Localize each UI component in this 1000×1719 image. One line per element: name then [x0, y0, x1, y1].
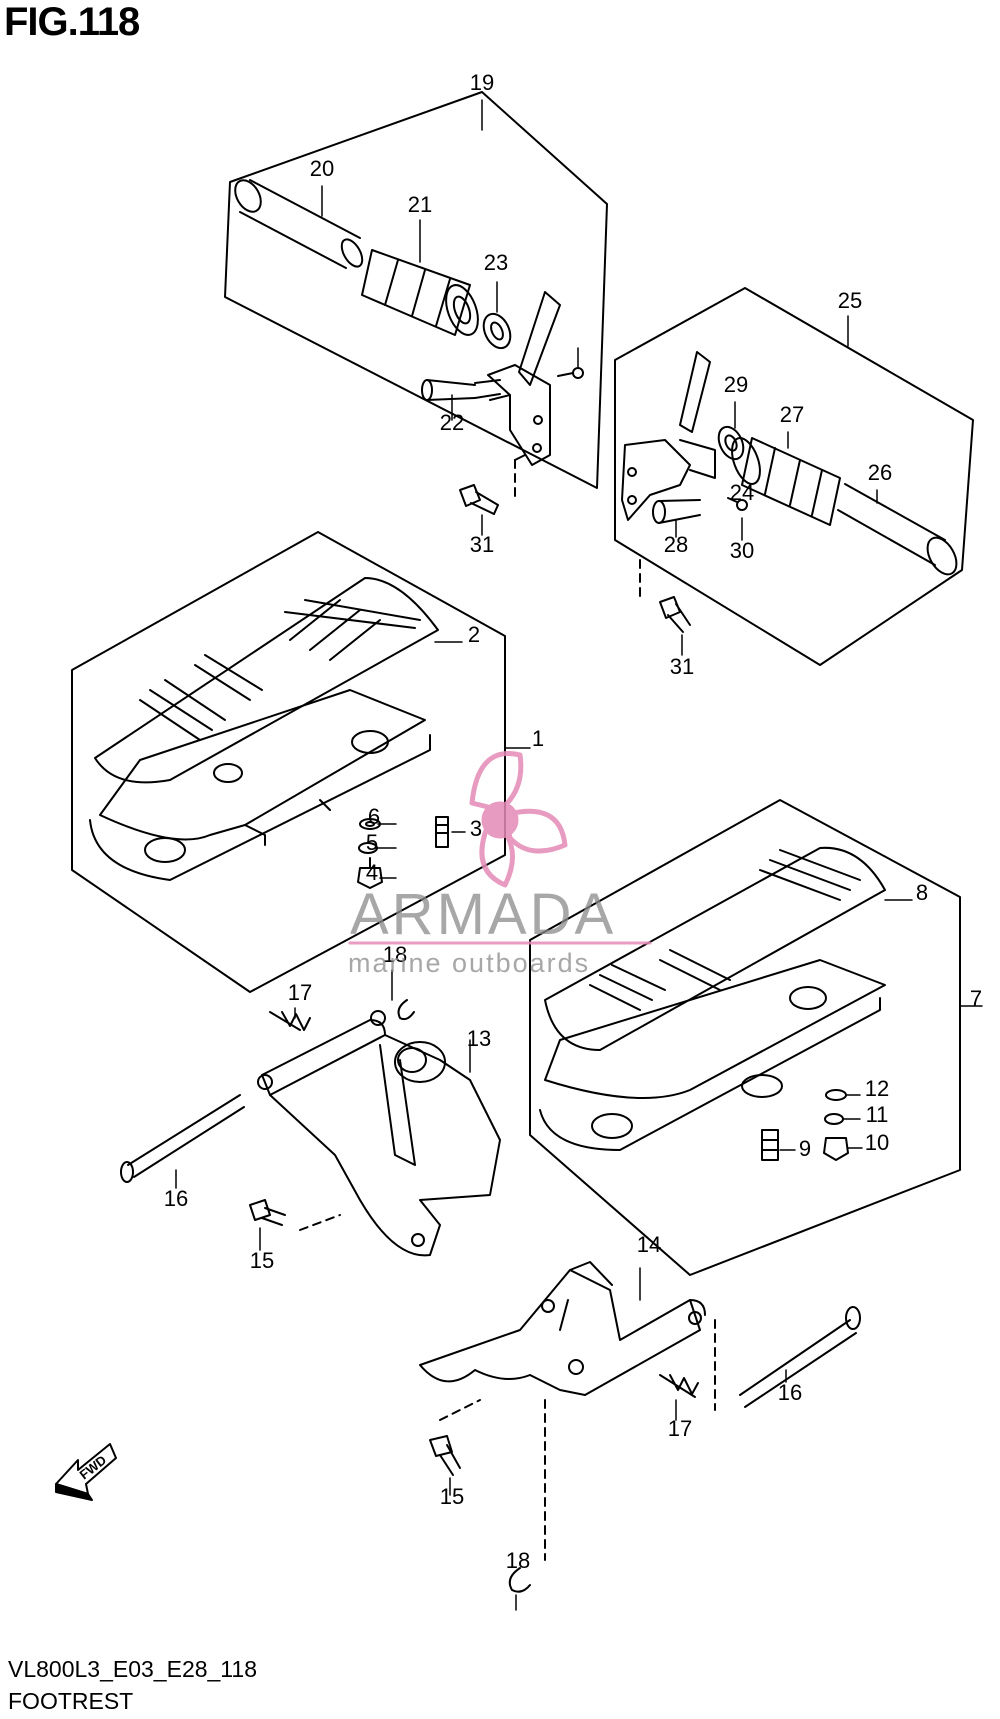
callout-17: 17 [668, 1416, 692, 1441]
assembly-19-frame [224, 91, 608, 489]
callout-18: 18 [506, 1548, 530, 1573]
callout-22: 22 [440, 410, 464, 435]
watermark-brand: ARMADA [350, 882, 617, 947]
leader-lines-left-board [375, 641, 531, 879]
callout-31: 31 [670, 654, 694, 679]
part-10-nut-right [823, 1137, 849, 1161]
callout-19: 19 [470, 70, 494, 95]
part-15-bolt-right [429, 1399, 481, 1476]
callout-14: 14 [637, 1232, 661, 1257]
part-31-bolt-upper-left [459, 454, 526, 515]
callout-3: 3 [470, 816, 482, 841]
fwd-arrow-icon [55, 1443, 117, 1501]
part-16-pivot-pin-right [714, 1306, 861, 1411]
callout-20: 20 [310, 156, 334, 181]
callout-2: 2 [468, 622, 480, 647]
callout-10: 10 [865, 1130, 889, 1155]
callout-5: 5 [366, 830, 378, 855]
callout-30: 30 [730, 538, 754, 563]
part-23-washer [482, 312, 512, 350]
part-22-clevis-pin [421, 379, 501, 401]
part-24-cotter-pin [557, 367, 584, 379]
callout-16: 16 [164, 1186, 188, 1211]
part-3-stud-bolt-left [435, 816, 449, 848]
callout-29: 29 [724, 372, 748, 397]
callout-31: 31 [470, 532, 494, 557]
callout-11: 11 [866, 1102, 889, 1127]
diagram-name: FOOTREST [8, 1688, 134, 1714]
part-9-stud-bolt-right [761, 1129, 779, 1161]
part-peg-bracket-left [487, 291, 561, 466]
figure-title: FIG.118 [4, 0, 140, 44]
part-31-bolt-upper-right [639, 559, 691, 633]
part-26-peg-pin [837, 483, 958, 576]
callout-15: 15 [440, 1484, 464, 1509]
callout-8: 8 [916, 880, 928, 905]
part-peg-bracket-right [621, 351, 716, 521]
part-14-bracket-right [419, 1261, 706, 1396]
callout-28: 28 [664, 532, 688, 557]
callout-17: 17 [288, 980, 312, 1005]
part-1-floorboard-left [89, 689, 431, 881]
assembly-25-frame [614, 287, 974, 666]
part-27-peg-rubber [731, 437, 841, 526]
part-8-floorboard-rubber-right [544, 846, 886, 1051]
callout-6: 6 [368, 804, 380, 829]
part-15-bolt-left [249, 1199, 341, 1231]
callout-24: 24 [730, 480, 754, 505]
part-17-spring-left [269, 1011, 311, 1031]
leader-lines-right-board [779, 899, 983, 1151]
watermark-logo-icon [469, 751, 568, 888]
part-28-clevis-pin [652, 499, 701, 524]
part-17-spring-right [659, 1374, 699, 1398]
part-2-floorboard-rubber-left [94, 577, 439, 784]
part-30-cotter-pin [727, 497, 748, 511]
part-11-lock-washer-right [824, 1113, 844, 1125]
callout-13: 13 [467, 1026, 491, 1051]
callout-1: 1 [532, 726, 544, 751]
callout-23: 23 [484, 250, 508, 275]
callout-26: 26 [868, 460, 892, 485]
callout-16: 16 [778, 1380, 802, 1405]
callout-12: 12 [865, 1076, 889, 1101]
diagram-code: VL800L3_E03_E28_118 [8, 1656, 257, 1682]
callout-9: 9 [799, 1136, 811, 1161]
watermark-tagline: marine outboards [348, 948, 591, 978]
callout-25: 25 [838, 288, 862, 313]
part-18-circlip-lower [508, 1399, 546, 1593]
part-29-washer [717, 425, 745, 461]
callout-21: 21 [408, 192, 432, 217]
part-4-nut-left [357, 857, 383, 889]
part-12-washer-right [825, 1089, 847, 1101]
callout-leaders [175, 99, 878, 1611]
assembly-7-frame [529, 799, 961, 1276]
part-7-floorboard-right [539, 959, 886, 1151]
callout-4: 4 [366, 860, 378, 885]
part-18-circlip-upper [397, 999, 415, 1021]
callout-27: 27 [780, 402, 804, 427]
assembly-1-frame [71, 531, 506, 993]
callout-15: 15 [250, 1248, 274, 1273]
part-21-peg-rubber [361, 249, 479, 336]
callout-18: 18 [383, 942, 407, 967]
part-16-pivot-pin-left [120, 1094, 245, 1183]
part-20-peg-pin [234, 179, 364, 269]
callout-7: 7 [970, 986, 982, 1011]
part-13-bracket-left [257, 1010, 501, 1257]
